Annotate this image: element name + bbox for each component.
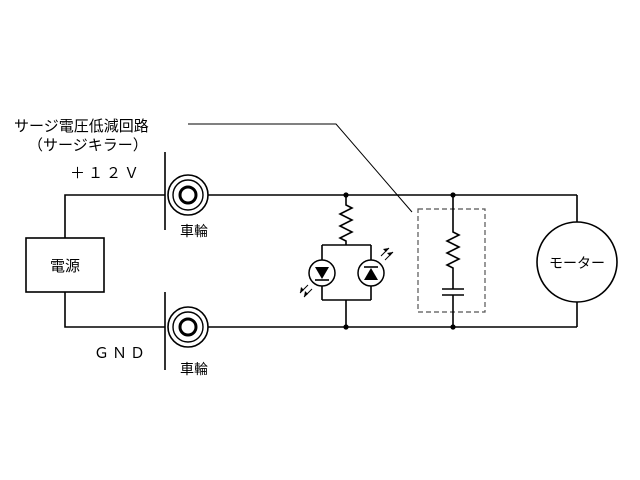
motor-label: モーター (549, 256, 605, 272)
wire-power-top (64, 194, 165, 238)
leader-line (188, 123, 413, 213)
surge-circuit-subtitle: （サージキラー） (28, 136, 148, 154)
surge-circuit-title: サージ電圧低減回路 (14, 117, 149, 135)
power-supply-label: 電源 (50, 257, 80, 275)
motor-circle (536, 221, 618, 303)
led-branch-frame (321, 244, 372, 327)
capacitor-icon (442, 288, 464, 327)
resistor-icon (445, 195, 461, 289)
wheel-label-bottom: 車輪 (180, 361, 208, 378)
plus-12v-label: ＋１２Ｖ (70, 164, 142, 182)
power-supply-box (25, 237, 105, 293)
wheel-roller-icon (167, 174, 209, 216)
surge-killer-box (417, 208, 486, 313)
gnd-label: ＧＮＤ (94, 344, 148, 362)
wheel-label-top: 車輪 (180, 223, 208, 240)
resistor-icon (338, 195, 354, 245)
led-icon (299, 259, 336, 298)
led-icon (357, 247, 394, 287)
wheel-roller-icon (167, 306, 209, 348)
wire-power-bottom (64, 292, 165, 328)
